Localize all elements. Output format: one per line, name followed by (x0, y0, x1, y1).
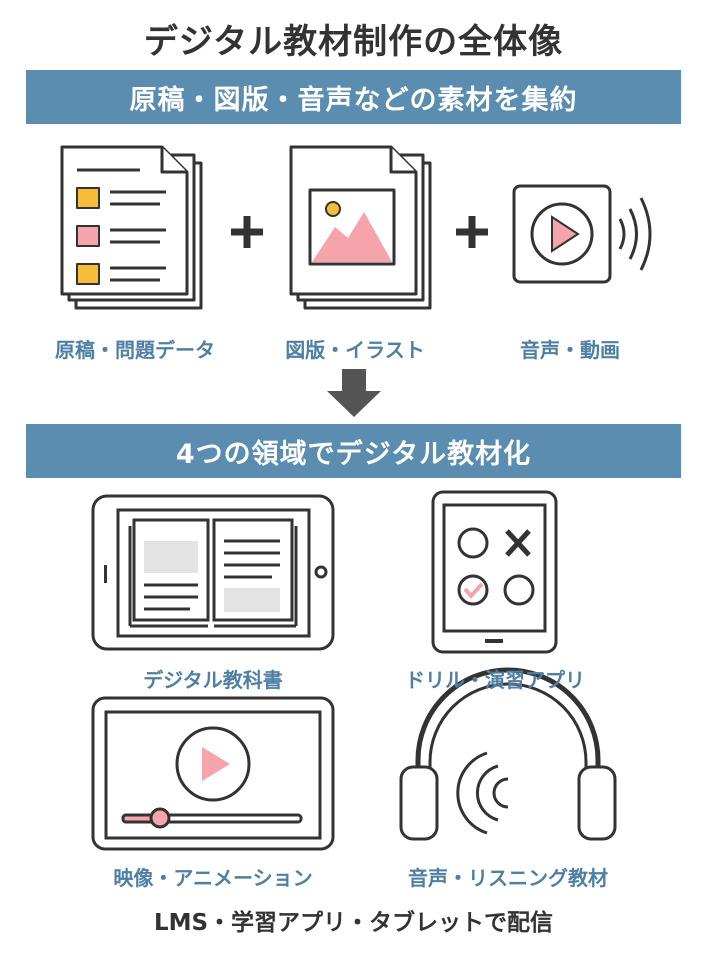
area-label-drill: ドリル・演習アプリ (405, 668, 585, 692)
document-icon (60, 145, 203, 310)
area-label-audio: 音声・リスニング教材 (408, 866, 608, 890)
area-label-textbook: デジタル教科書 (143, 668, 283, 692)
page-title: デジタル教材制作の全体像 (143, 22, 564, 62)
material-label-images: 図版・イラスト (285, 338, 425, 362)
phone-quiz-icon (431, 490, 558, 654)
plus-icon (231, 216, 263, 248)
media-player-icon (512, 184, 652, 284)
footer-text: LMS・学習アプリ・タブレットで配信 (153, 910, 554, 936)
video-player-icon (91, 696, 335, 851)
tablet-book-icon (91, 494, 335, 651)
banner-areas: 4つの領域でデジタル教材化 (26, 424, 681, 478)
area-label-video: 映像・アニメーション (113, 866, 313, 890)
down-arrow-icon (327, 369, 381, 417)
image-icon (289, 145, 432, 310)
headphones-icon (399, 667, 617, 841)
material-label-documents: 原稿・問題データ (55, 338, 215, 362)
material-label-media: 音声・動画 (520, 338, 620, 362)
plus-icon (456, 216, 488, 248)
banner-materials: 原稿・図版・音声などの素材を集約 (26, 70, 681, 124)
